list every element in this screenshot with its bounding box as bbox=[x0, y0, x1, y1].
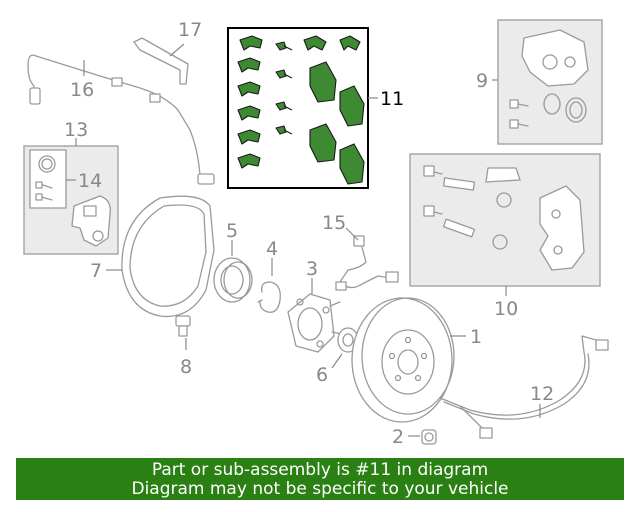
callout-2: 2 bbox=[392, 426, 404, 448]
callout-8: 8 bbox=[180, 356, 192, 378]
part-15-abs-sensor bbox=[335, 235, 399, 291]
part-17-bracket bbox=[133, 37, 189, 85]
info-banner: Part or sub-assembly is #11 in diagram D… bbox=[16, 458, 624, 500]
banner-line-2: Diagram may not be specific to your vehi… bbox=[131, 479, 509, 499]
part-2-bolt bbox=[421, 429, 437, 445]
callout-10: 10 bbox=[494, 298, 518, 320]
part-13-caliper bbox=[71, 195, 111, 247]
part-14-seal-kit bbox=[35, 155, 56, 201]
callout-16: 16 bbox=[70, 79, 94, 101]
part-3-hub bbox=[287, 293, 343, 353]
part-1-rotor bbox=[351, 297, 455, 423]
callout-17: 17 bbox=[178, 19, 202, 41]
part-10-bracket-kit bbox=[423, 165, 585, 271]
lead-17 bbox=[169, 43, 185, 57]
callout-4: 4 bbox=[266, 238, 278, 260]
part-7-backing-plate bbox=[121, 195, 215, 318]
lead-15 bbox=[345, 227, 359, 241]
callout-3: 3 bbox=[306, 258, 318, 280]
callout-14: 14 bbox=[78, 170, 102, 192]
callout-9: 9 bbox=[476, 70, 488, 92]
callout-1: 1 bbox=[470, 326, 482, 348]
callout-7: 7 bbox=[90, 260, 102, 282]
callout-15: 15 bbox=[322, 212, 346, 234]
banner-line-1: Part or sub-assembly is #11 in diagram bbox=[151, 460, 489, 480]
part-9-caliper bbox=[509, 29, 589, 129]
callout-11: 11 bbox=[380, 88, 404, 110]
part-8-bolt bbox=[175, 315, 191, 337]
callout-12: 12 bbox=[530, 383, 554, 405]
part-5-bearing bbox=[213, 257, 253, 303]
callout-6: 6 bbox=[316, 364, 328, 386]
part-12-sensor-wire bbox=[439, 335, 609, 439]
part-11-pad-kit bbox=[237, 35, 365, 185]
lead-6 bbox=[331, 353, 343, 369]
callout-5: 5 bbox=[226, 220, 238, 242]
part-4-snap-ring bbox=[257, 281, 281, 313]
callout-13: 13 bbox=[64, 119, 88, 141]
part-16-sensor-wire bbox=[27, 54, 215, 185]
